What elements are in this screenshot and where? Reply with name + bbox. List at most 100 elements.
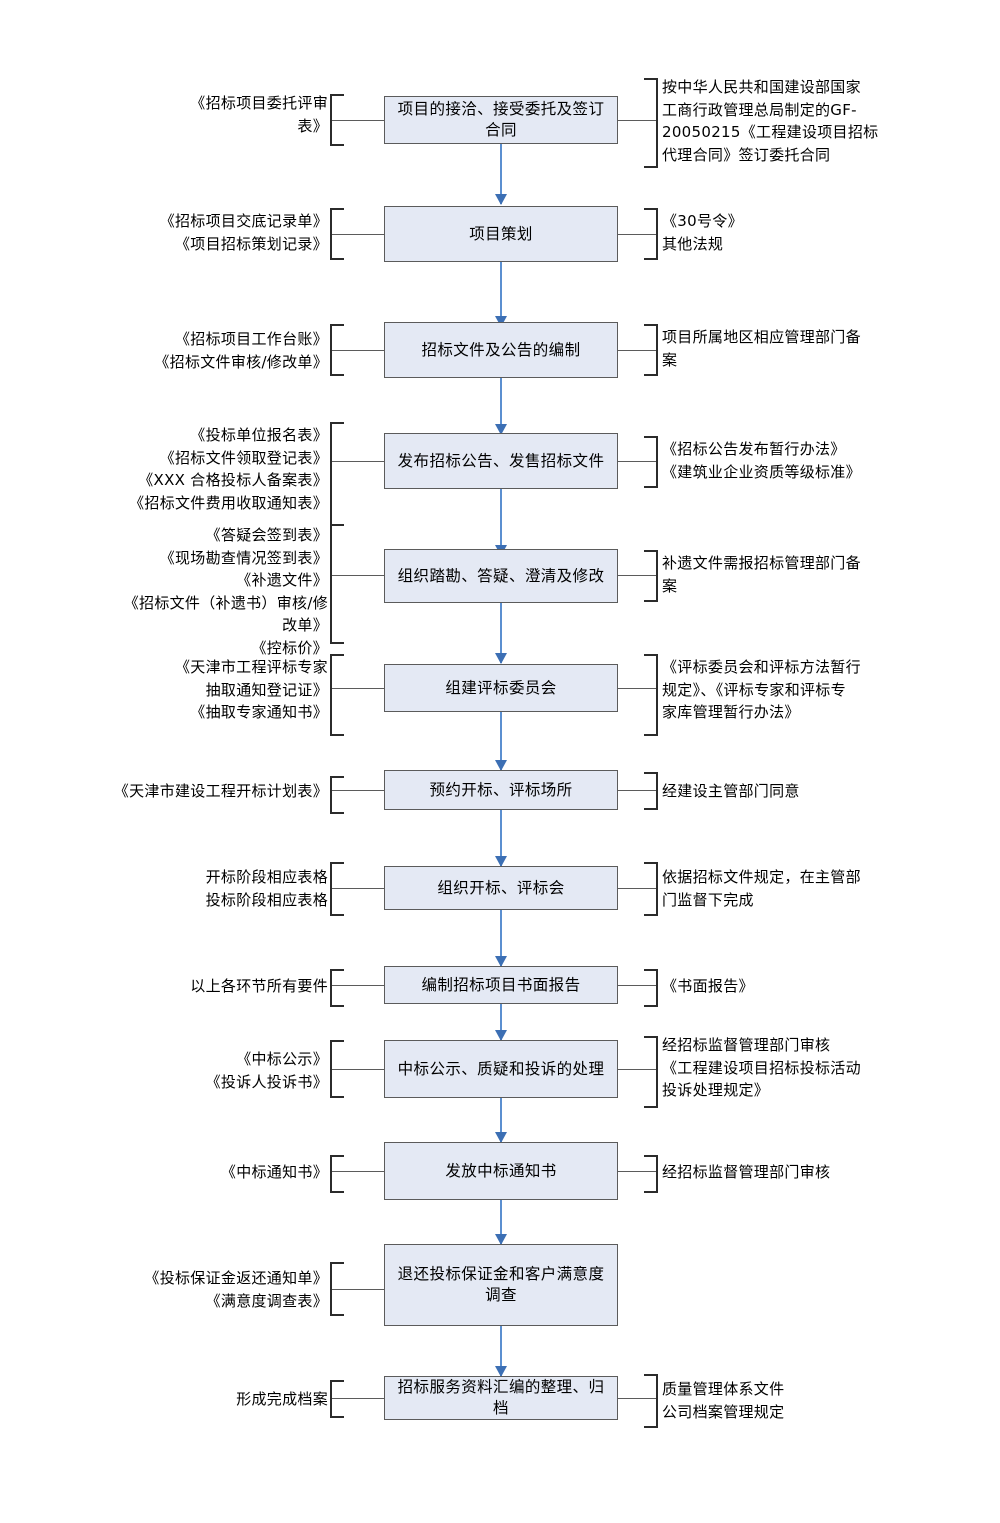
- step-9-right-bracket: [644, 969, 658, 1007]
- step-11-node[interactable]: 发放中标通知书: [384, 1142, 618, 1200]
- step-1-left-annotation: 《招标项目委托评审 表》: [190, 94, 328, 135]
- step-1-right-annotation: 按中华人民共和国建设部国家 工商行政管理总局制定的GF- 20050215《工程…: [662, 78, 879, 164]
- step-9-right-connector: [618, 985, 658, 986]
- step-4-left-annotation: 《投标单位报名表》 《招标文件领取登记表》 《XXX 合格投标人备案表》 《招标…: [129, 426, 328, 512]
- step-1-left-bracket: [330, 94, 344, 146]
- step-5-left-connector: [332, 575, 384, 576]
- step-10-right-connector: [618, 1069, 658, 1070]
- step-9-to-10-arrow: [500, 1004, 502, 1040]
- step-12-left-bracket: [330, 1262, 344, 1316]
- step-5-left-annotation: 《答疑会签到表》 《现场勘查情况签到表》 《补遗文件》 《招标文件（补遗书）审核…: [123, 526, 328, 657]
- step-12-node[interactable]: 退还投标保证金和客户满意度调查: [384, 1244, 618, 1326]
- step-6-right-connector: [618, 688, 658, 689]
- step-7-left-annotation: 《天津市建设工程开标计划表》: [113, 782, 328, 800]
- step-1-right-bracket: [644, 78, 658, 168]
- step-11-to-12-arrow: [500, 1200, 502, 1244]
- step-10-left-bracket: [330, 1040, 344, 1098]
- step-12-to-13-arrow: [500, 1326, 502, 1376]
- step-13-left-annotation: 形成完成档案: [236, 1390, 328, 1408]
- step-9-left-annotation: 以上各环节所有要件: [190, 977, 328, 995]
- step-2-right-connector: [618, 234, 658, 235]
- step-10-left-connector: [332, 1069, 384, 1070]
- step-9-left-connector: [332, 985, 384, 986]
- step-10-right-annotation: 经招标监督管理部门审核 《工程建设项目招标投标活动 投诉处理规定》: [662, 1036, 861, 1099]
- step-5-right-bracket: [644, 550, 658, 602]
- step-3-right-connector: [618, 350, 658, 351]
- step-7-right-bracket: [644, 772, 658, 810]
- step-7-left-bracket: [330, 776, 344, 814]
- step-11-left-bracket: [330, 1155, 344, 1193]
- step-13-left-bracket: [330, 1380, 344, 1418]
- step-11-left-connector: [332, 1171, 384, 1172]
- step-4-left-bracket: [330, 422, 344, 526]
- step-10-right-bracket: [644, 1036, 658, 1108]
- step-3-to-4-arrow: [500, 378, 502, 434]
- step-8-left-bracket: [330, 862, 344, 916]
- step-4-to-5-arrow: [500, 489, 502, 555]
- step-8-to-9-arrow: [500, 910, 502, 966]
- step-5-right-connector: [618, 575, 658, 576]
- step-3-left-bracket: [330, 324, 344, 376]
- step-7-right-annotation: 经建设主管部门同意: [662, 782, 800, 800]
- step-10-to-11-arrow: [500, 1098, 502, 1142]
- step-6-left-bracket: [330, 654, 344, 736]
- step-11-right-connector: [618, 1171, 658, 1172]
- step-11-right-bracket: [644, 1155, 658, 1193]
- step-13-left-connector: [332, 1398, 384, 1399]
- step-4-node[interactable]: 发布招标公告、发售招标文件: [384, 433, 618, 489]
- step-3-right-bracket: [644, 324, 658, 376]
- step-2-node[interactable]: 项目策划: [384, 206, 618, 262]
- step-6-to-7-arrow: [500, 712, 502, 770]
- step-13-node[interactable]: 招标服务资料汇编的整理、归档: [384, 1376, 618, 1420]
- step-9-left-bracket: [330, 969, 344, 1007]
- step-11-right-annotation: 经招标监督管理部门审核: [662, 1163, 831, 1181]
- step-4-right-bracket: [644, 436, 658, 488]
- step-8-right-annotation: 依据招标文件规定，在主管部 门监督下完成: [662, 868, 861, 909]
- step-2-right-annotation: 《30号令》 其他法规: [662, 212, 743, 253]
- step-8-left-annotation: 开标阶段相应表格 投标阶段相应表格: [205, 868, 328, 909]
- step-10-node[interactable]: 中标公示、质疑和投诉的处理: [384, 1040, 618, 1098]
- step-5-right-annotation: 补遗文件需报招标管理部门备 案: [662, 554, 861, 595]
- step-8-right-connector: [618, 888, 658, 889]
- step-10-left-annotation: 《中标公示》 《投诉人投诉书》: [205, 1050, 328, 1091]
- step-9-right-annotation: 《书面报告》: [662, 977, 754, 995]
- step-4-right-connector: [618, 461, 658, 462]
- step-8-right-bracket: [644, 862, 658, 916]
- step-13-right-connector: [618, 1398, 658, 1399]
- step-1-to-2-arrow: [500, 144, 502, 204]
- step-2-to-3-arrow: [500, 262, 502, 326]
- step-12-left-annotation: 《投标保证金返还通知单》 《满意度调查表》: [144, 1269, 328, 1310]
- step-1-left-connector: [332, 120, 384, 121]
- step-7-node[interactable]: 预约开标、评标场所: [384, 770, 618, 810]
- step-2-left-annotation: 《招标项目交底记录单》 《项目招标策划记录》: [159, 212, 328, 253]
- step-1-node[interactable]: 项目的接洽、接受委托及签订合同: [384, 96, 618, 144]
- step-8-left-connector: [332, 888, 384, 889]
- step-6-right-bracket: [644, 654, 658, 736]
- step-7-to-8-arrow: [500, 810, 502, 866]
- step-5-node[interactable]: 组织踏勘、答疑、澄清及修改: [384, 549, 618, 603]
- step-6-left-annotation: 《天津市工程评标专家 抽取通知登记证》 《抽取专家通知书》: [174, 658, 328, 721]
- step-8-node[interactable]: 组织开标、评标会: [384, 866, 618, 910]
- step-5-left-bracket: [330, 524, 344, 644]
- step-3-left-annotation: 《招标项目工作台账》 《招标文件审核/修改单》: [154, 330, 328, 371]
- step-3-right-annotation: 项目所属地区相应管理部门备 案: [662, 328, 861, 369]
- step-7-right-connector: [618, 790, 658, 791]
- step-3-node[interactable]: 招标文件及公告的编制: [384, 322, 618, 378]
- step-13-right-annotation: 质量管理体系文件 公司档案管理规定: [662, 1380, 785, 1421]
- step-3-left-connector: [332, 350, 384, 351]
- step-13-right-bracket: [644, 1374, 658, 1428]
- step-9-node[interactable]: 编制招标项目书面报告: [384, 966, 618, 1004]
- step-6-left-connector: [332, 688, 384, 689]
- step-5-to-6-arrow: [500, 603, 502, 663]
- step-4-left-connector: [332, 461, 384, 462]
- step-2-left-connector: [332, 234, 384, 235]
- step-7-left-connector: [332, 790, 384, 791]
- step-2-left-bracket: [330, 208, 344, 260]
- step-12-left-connector: [332, 1289, 384, 1290]
- step-1-right-connector: [618, 120, 658, 121]
- step-6-node[interactable]: 组建评标委员会: [384, 664, 618, 712]
- step-2-right-bracket: [644, 208, 658, 260]
- step-4-right-annotation: 《招标公告发布暂行办法》 《建筑业企业资质等级标准》: [662, 440, 861, 481]
- step-6-right-annotation: 《评标委员会和评标方法暂行 规定》、《评标专家和评标专 家库管理暂行办法》: [662, 658, 861, 721]
